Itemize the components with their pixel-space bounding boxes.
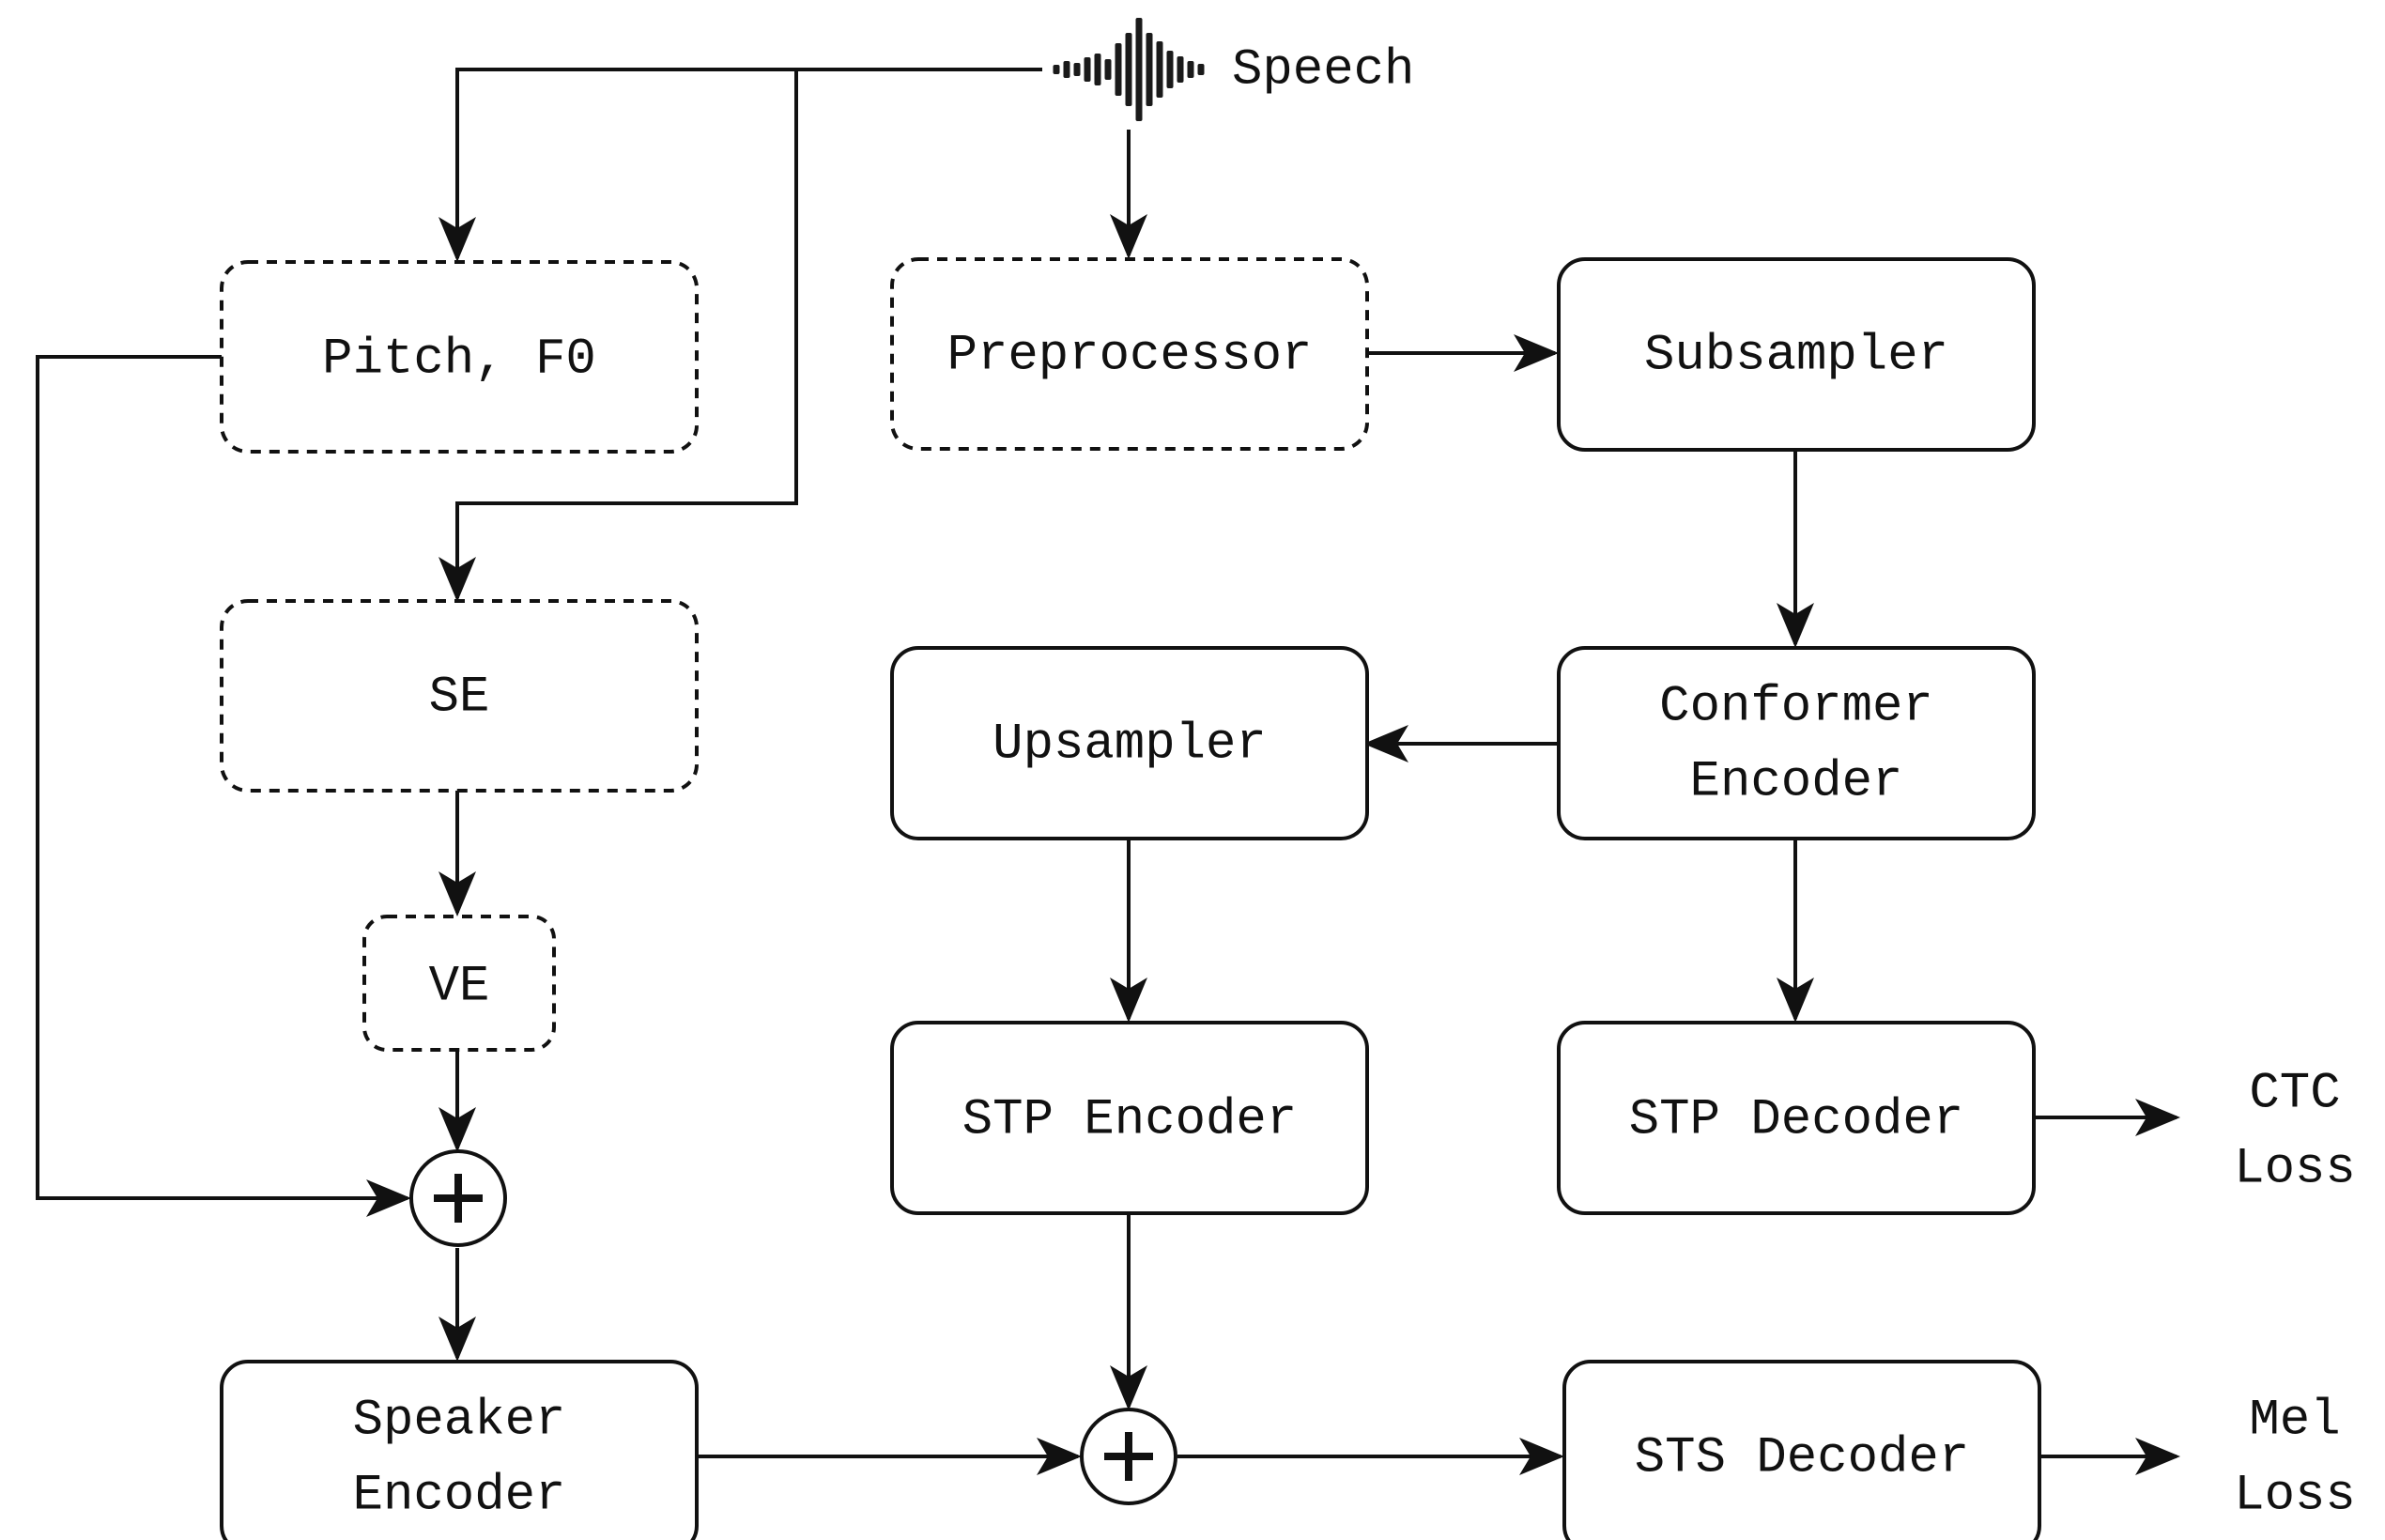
node-stp-decoder-label: STP Decoder	[1629, 1091, 1963, 1148]
node-upsampler-label: Upsampler	[992, 716, 1267, 773]
node-subsampler-label: Subsampler	[1644, 327, 1948, 384]
waveform-bar	[1187, 61, 1194, 78]
node-preprocessor: Preprocessor	[890, 257, 1369, 451]
node-subsampler: Subsampler	[1557, 257, 2036, 452]
speech-label: Speech	[1232, 41, 1414, 99]
edge-speech-to-se	[439, 69, 798, 602]
node-stp-encoder-label: STP Encoder	[962, 1091, 1297, 1148]
waveform-bar	[1115, 43, 1122, 96]
waveform-bar	[1053, 65, 1060, 74]
node-conformer-encoder: Conformer Encoder	[1557, 646, 2036, 840]
adder-speaker-sum-icon	[409, 1149, 507, 1247]
speech-waveform-icon	[1053, 18, 1205, 121]
node-speaker-encoder-label-line2: Encoder	[353, 1467, 566, 1524]
node-ve: VE	[362, 915, 556, 1052]
node-se: SE	[220, 599, 699, 793]
node-stp-encoder: STP Encoder	[890, 1021, 1369, 1215]
node-speaker-encoder-label-line1: Speaker	[353, 1392, 566, 1449]
waveform-bar	[1146, 33, 1153, 106]
node-se-label: SE	[429, 669, 490, 726]
node-upsampler: Upsampler	[890, 646, 1369, 840]
waveform-bar	[1135, 18, 1143, 121]
node-speaker-encoder: Speaker Encoder	[220, 1360, 699, 1540]
waveform-bar	[1084, 57, 1091, 82]
node-preprocessor-label: Preprocessor	[947, 327, 1313, 384]
output-mel-loss-line2: Loss	[2234, 1467, 2356, 1524]
waveform-bar	[1125, 33, 1132, 106]
output-ctc-loss-line2: Loss	[2234, 1140, 2356, 1197]
node-pitch: Pitch, F0	[220, 260, 699, 454]
node-sts-decoder: STS Decoder	[1562, 1360, 2041, 1540]
waveform-bar	[1156, 41, 1163, 98]
node-pitch-label: Pitch, F0	[322, 331, 596, 388]
node-ve-label: VE	[429, 958, 490, 1015]
waveform-bar	[1073, 63, 1081, 76]
output-mel-loss-line1: Mel	[2249, 1392, 2340, 1449]
edges	[36, 68, 2180, 1475]
waveform-bar	[1063, 61, 1070, 78]
output-ctc-loss-line1: CTC	[2249, 1065, 2340, 1122]
waveform-bar	[1104, 59, 1112, 80]
node-conformer-label-line2: Encoder	[1690, 753, 1903, 810]
output-mel-loss: Mel Loss	[2234, 1392, 2356, 1524]
waveform-bar	[1166, 51, 1174, 88]
node-conformer-label-line1: Conformer	[1659, 678, 1933, 735]
waveform-bar	[1094, 54, 1101, 85]
waveform-bar	[1177, 56, 1184, 83]
adder-content-sum-icon	[1080, 1408, 1177, 1505]
output-ctc-loss: CTC Loss	[2234, 1065, 2356, 1197]
node-sts-decoder-label: STS Decoder	[1635, 1429, 1969, 1486]
node-stp-decoder: STP Decoder	[1557, 1021, 2036, 1215]
edge-pitch-to-adder	[36, 355, 411, 1217]
waveform-bar	[1197, 64, 1205, 75]
edge-speech-to-pitch	[439, 68, 1042, 262]
